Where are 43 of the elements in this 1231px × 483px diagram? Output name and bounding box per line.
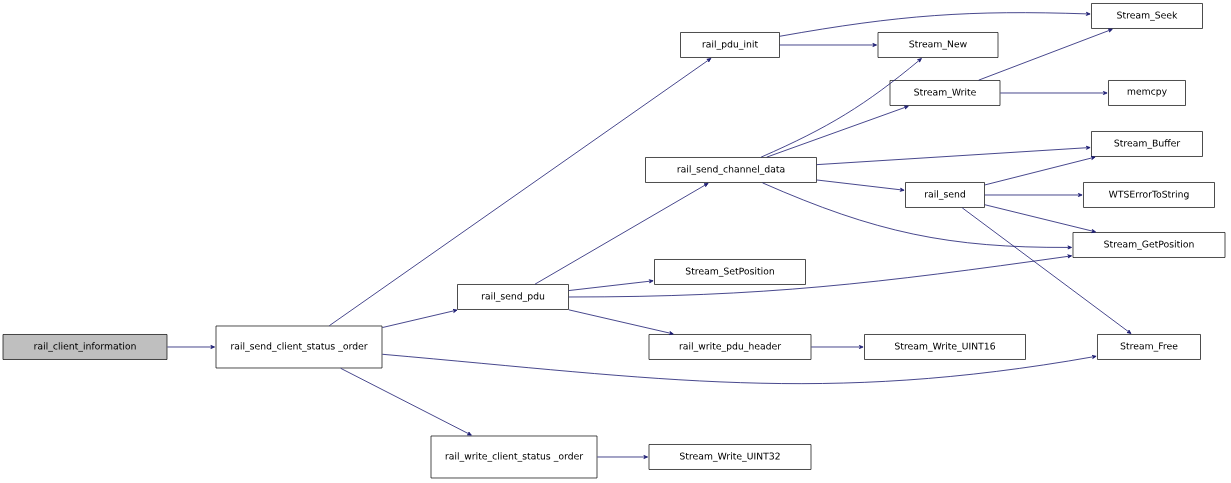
function-box: memcpy bbox=[1108, 80, 1186, 106]
function-box: rail_client_information bbox=[2, 334, 168, 360]
function-box: WTSErrorToString bbox=[1083, 182, 1215, 208]
arrow bbox=[381, 309, 458, 328]
arrow bbox=[340, 367, 472, 436]
arrow bbox=[816, 145, 1091, 166]
function-box: Stream_Seek bbox=[1091, 3, 1203, 29]
arrow bbox=[810, 345, 864, 349]
function-box: Stream_Buffer bbox=[1091, 131, 1203, 157]
arrow bbox=[760, 58, 922, 158]
function-box: Stream_SetPosition bbox=[654, 259, 806, 285]
arrow bbox=[779, 11, 1091, 37]
arrow bbox=[961, 207, 1132, 334]
arrow bbox=[978, 28, 1113, 81]
function-box: Stream_Write bbox=[889, 80, 1001, 106]
arrow bbox=[779, 43, 877, 47]
arrow bbox=[596, 455, 648, 459]
arrow bbox=[984, 204, 1096, 233]
function-box: Stream_Write_UINT16 bbox=[864, 334, 1026, 360]
arrow bbox=[381, 353, 1097, 385]
arrow bbox=[534, 182, 709, 285]
arrow bbox=[568, 254, 1072, 298]
function-box: rail_send_pdu bbox=[457, 284, 569, 310]
arrow bbox=[816, 179, 905, 192]
function-box: Stream_Free bbox=[1097, 334, 1201, 360]
arrow bbox=[568, 279, 654, 291]
arrow bbox=[984, 156, 1096, 186]
function-box: rail_send_channel_data bbox=[645, 157, 817, 183]
function-box: rail_write_client_status _order bbox=[430, 435, 598, 479]
function-box: rail_send_client_status _order bbox=[215, 325, 383, 369]
arrow bbox=[999, 91, 1108, 95]
function-box: rail_write_pdu_header bbox=[648, 334, 812, 360]
function-box: rail_send bbox=[905, 182, 985, 208]
arrow bbox=[762, 182, 1072, 250]
function-box: Stream_Write_UINT32 bbox=[648, 444, 812, 470]
arrow bbox=[328, 58, 712, 327]
function-box: Stream_GetPosition bbox=[1072, 232, 1226, 258]
arrow bbox=[984, 193, 1083, 197]
arrow bbox=[166, 345, 215, 349]
arrow bbox=[568, 309, 674, 335]
arrow bbox=[766, 105, 909, 158]
function-box: Stream_New bbox=[877, 32, 999, 58]
function-box: rail_pdu_init bbox=[680, 32, 780, 58]
